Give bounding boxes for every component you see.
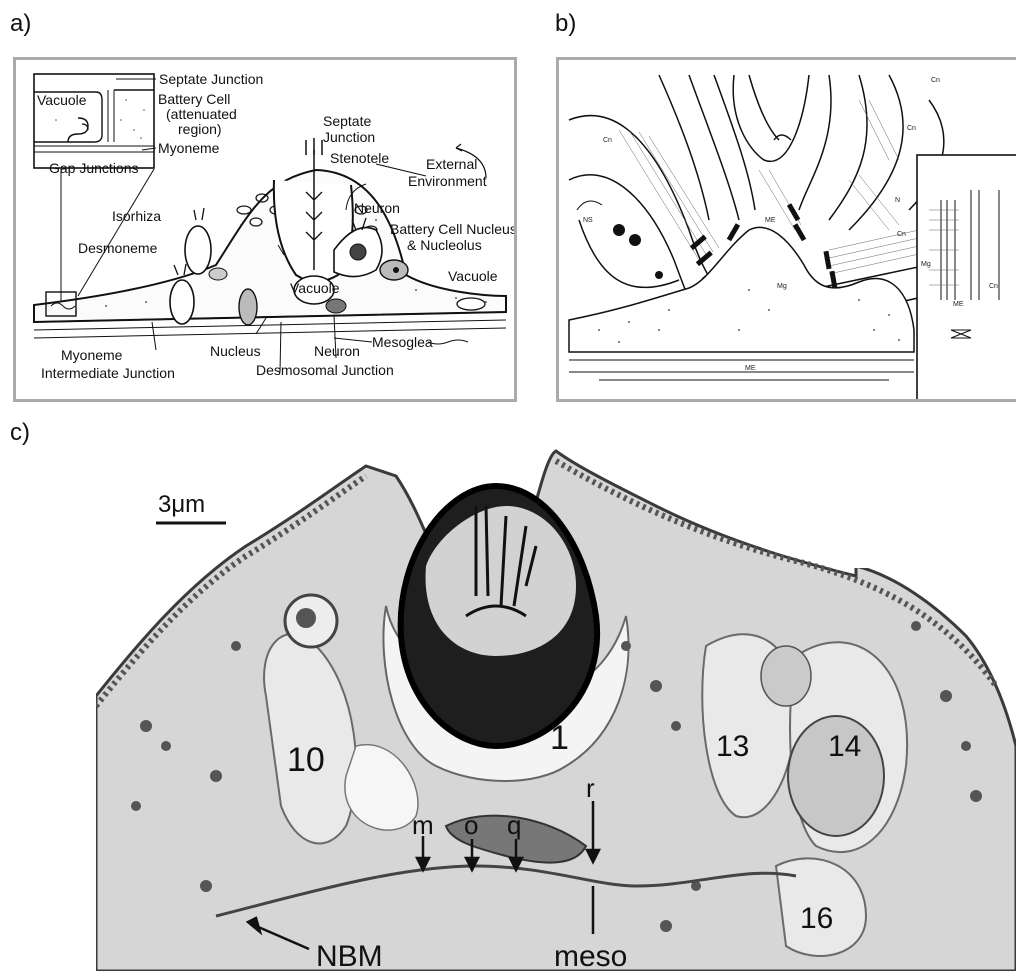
label-myoneme-top: Myoneme	[158, 140, 220, 156]
label-b-me-top: ME	[765, 217, 776, 224]
label-b-mg-inset: Mg	[921, 261, 931, 268]
label-myoneme-bottom: Myoneme	[61, 347, 123, 363]
label-c-meso: meso	[554, 940, 627, 971]
label-c-r: r	[586, 773, 595, 803]
label-c-14: 14	[828, 730, 861, 763]
label-intermediate-junction: Intermediate Junction	[41, 365, 175, 381]
label-gap-junctions: Gap Junctions	[49, 160, 139, 176]
label-battery-cell-3: region)	[178, 121, 222, 137]
panel-c-micrograph: 3μm 10 1 13 14 16 m o q r NBM meso	[96, 446, 1016, 971]
label-vacuole-inset: Vacuole	[37, 92, 87, 108]
label-c-q: q	[507, 810, 521, 840]
label-battery-nucleus-1: Battery Cell Nucleus	[390, 221, 514, 237]
label-vacuole-right: Vacuole	[448, 268, 498, 284]
panel-a-letter: a)	[10, 10, 31, 38]
label-battery-cell-1: Battery Cell	[158, 91, 230, 107]
label-b-cn4: Cn	[989, 283, 998, 290]
label-b-ns: NS	[583, 217, 593, 224]
label-b-cn1: Cn	[603, 137, 612, 144]
panel-b-drawing: Cn Cn Cn Cn Cn ME NS N Mg Mg ME ME	[556, 57, 1016, 402]
label-c-10: 10	[287, 741, 325, 779]
label-c-16: 16	[800, 902, 833, 935]
label-b-cn2: Cn	[907, 125, 916, 132]
panel-b-letter: b)	[555, 10, 576, 38]
panel-b-svg: Cn Cn Cn Cn Cn ME NS N Mg Mg ME ME	[559, 60, 1016, 399]
panel-a-svg: Vacuole Septate Junction Battery Cell (a…	[16, 60, 514, 399]
label-septate-junction: Septate Junction	[159, 71, 263, 87]
label-desmosomal-junction: Desmosomal Junction	[256, 362, 394, 378]
label-isorhiza: Isorhiza	[112, 208, 161, 224]
scale-bar-label: 3μm	[158, 491, 205, 518]
label-b-cn5: Cn	[931, 77, 940, 84]
label-desmoneme: Desmoneme	[78, 240, 158, 256]
label-b-me-inset: ME	[953, 301, 964, 308]
panel-c-letter: c)	[10, 419, 30, 447]
inset-box	[34, 74, 154, 168]
panel-b-inset	[917, 155, 1016, 399]
label-b-cn3: Cn	[897, 231, 906, 238]
label-c-o: o	[464, 810, 478, 840]
label-b-me-bottom: ME	[745, 365, 756, 372]
label-c-1: 1	[550, 719, 569, 757]
label-stenotele: Stenotele	[330, 150, 389, 166]
label-nucleus: Nucleus	[210, 343, 261, 359]
label-mesoglea: Mesoglea	[372, 334, 433, 350]
label-c-m: m	[412, 810, 434, 840]
label-neuron-bottom: Neuron	[314, 343, 360, 359]
label-b-mg: Mg	[777, 283, 787, 290]
label-septate-center-2: Junction	[323, 129, 375, 145]
label-c-13: 13	[716, 730, 749, 763]
panel-c-svg: 3μm 10 1 13 14 16 m o q r NBM meso	[96, 446, 1016, 971]
label-vacuole-center: Vacuole	[290, 280, 340, 296]
label-battery-cell-2: (attenuated	[166, 106, 237, 122]
panel-a-diagram: Vacuole Septate Junction Battery Cell (a…	[13, 57, 517, 402]
label-external-1: External	[426, 156, 477, 172]
label-septate-center-1: Septate	[323, 113, 371, 129]
label-b-n: N	[895, 197, 900, 204]
label-neuron-top: Neuron	[354, 200, 400, 216]
label-c-nbm: NBM	[316, 940, 383, 971]
label-external-2: Environment	[408, 173, 487, 189]
label-battery-nucleus-2: & Nucleolus	[407, 237, 482, 253]
